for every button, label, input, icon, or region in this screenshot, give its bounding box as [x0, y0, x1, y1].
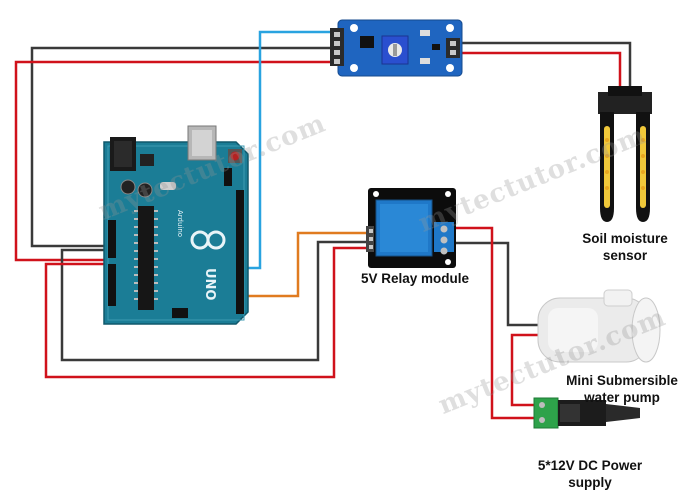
arduino-uno-board: UNO Arduino: [103, 125, 249, 325]
soil-sensor-label-line2: sensor: [602, 248, 648, 263]
arduino-logo: [190, 230, 226, 250]
wire-probe-black: [462, 41, 632, 100]
soil-sensor-label: Soil moisture sensor: [560, 230, 690, 264]
relay-module: [366, 188, 456, 268]
reset-button: [230, 151, 240, 161]
wire-pump-black: [440, 241, 540, 327]
wires: [14, 30, 632, 420]
wire-probe-red: [462, 51, 622, 100]
wire-relay-signal: [236, 231, 370, 298]
relay-label: 5V Relay module: [360, 271, 470, 286]
soil-sensor-label-line1: Soil moisture: [582, 231, 668, 246]
board-uno-text: UNO: [202, 268, 217, 301]
power-supply-label: 5*12V DC Power supply: [515, 457, 665, 491]
pump-label-line1: Mini Submersible: [566, 373, 678, 388]
pump-label: Mini Submersible water pump: [552, 372, 692, 406]
wire-power-red-2: [510, 333, 540, 407]
board-arduino-text: Arduino: [176, 210, 184, 237]
pump-label-line2: water pump: [584, 390, 660, 405]
water-pump: [537, 289, 661, 363]
wire-power-red-1: [440, 226, 540, 420]
power-supply-label-line1: 5*12V DC Power: [537, 458, 643, 473]
power-supply-label-line2: supply: [568, 475, 612, 490]
soil-sensor-module: [330, 19, 463, 77]
wire-relay-gnd: [60, 240, 370, 362]
microcontroller-chip: [138, 206, 154, 310]
wire-relay-vcc: [44, 246, 370, 379]
wire-sensor-gnd: [30, 46, 336, 248]
wire-sensor-vcc: [14, 60, 336, 262]
dc-power-jack: [533, 397, 640, 429]
soil-moisture-probe: [598, 86, 652, 222]
